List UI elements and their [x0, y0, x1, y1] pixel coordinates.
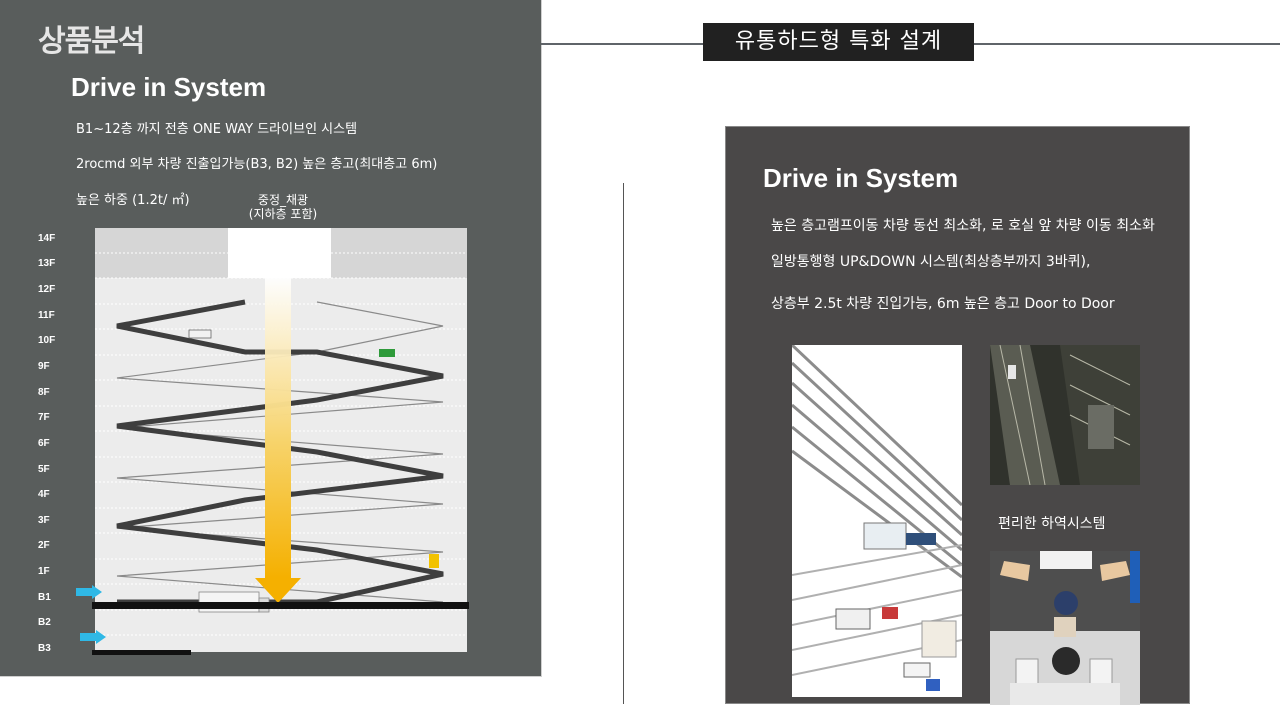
floor-label-6f: 6F: [38, 438, 50, 449]
b3-entry-arrow-icon: [80, 630, 106, 644]
left-panel: 상품분석 Drive in System B1~12층 까지 전층 ONE WA…: [0, 0, 542, 677]
floor-label-b2: B2: [38, 617, 51, 628]
ramp-section-svg: [95, 228, 467, 636]
aerial-ramp-image: [990, 345, 1140, 485]
loading-dock-svg: [990, 551, 1140, 705]
floor-label-5f: 5F: [38, 464, 50, 475]
left-desc-line-2: 2rocmd 외부 차량 진출입가능(B3, B2) 높은 층고(최대층고 6m…: [76, 157, 438, 172]
right-desc-line-3: 상층부 2.5t 차량 진입가능, 6m 높은 층고 Door to Door: [771, 296, 1115, 312]
left-desc-line-3: 높은 하중 (1.2t/ ㎡): [76, 193, 190, 208]
floor-label-8f: 8F: [38, 387, 50, 398]
right-heading: Drive in System: [763, 163, 959, 193]
floor-label-12f: 12F: [38, 284, 56, 295]
floor-label-11f: 11F: [38, 310, 55, 321]
vertical-divider: [623, 183, 624, 704]
section-title: 상품분석: [38, 24, 145, 59]
loading-system-caption: 편리한 하역시스템: [998, 516, 1106, 532]
ramp-perspective-image: [792, 345, 962, 697]
floor-label-14f: 14F: [38, 233, 56, 244]
header-badge: 유통하드형 특화 설계: [703, 23, 974, 61]
floor-label-3f: 3F: [38, 515, 50, 526]
light-well-label: 중정_채광 (지하층 포함): [236, 193, 330, 221]
floor-label-b1: B1: [38, 592, 51, 603]
light-well-label-line-1: 중정_채광: [257, 193, 309, 207]
ramp-perspective-svg: [792, 345, 962, 691]
floor-label-1f: 1F: [38, 566, 50, 577]
floor-label-2f: 2F: [38, 540, 50, 551]
floor-label-13f: 13F: [38, 258, 56, 269]
left-desc-line-1: B1~12층 까지 전층 ONE WAY 드라이브인 시스템: [76, 122, 358, 137]
b1-floor-slab: [92, 602, 469, 609]
right-desc-line-2: 일방통행형 UP&DOWN 시스템(최상층부까지 3바퀴),: [771, 254, 1091, 270]
floor-label-7f: 7F: [38, 412, 50, 423]
ramp-section-diagram: [95, 228, 467, 652]
b3-floor-slab: [92, 650, 191, 655]
light-well-label-line-2: (지하층 포함): [248, 207, 318, 221]
left-heading: Drive in System: [71, 72, 267, 102]
right-desc-line-1: 높은 층고램프이동 차량 동선 최소화, 로 호실 앞 차량 이동 최소화: [771, 218, 1155, 234]
floor-label-b3: B3: [38, 643, 51, 654]
aerial-ramp-svg: [990, 345, 1140, 485]
b1-entry-arrow-icon: [76, 585, 102, 599]
right-panel: Drive in System 높은 층고램프이동 차량 동선 최소화, 로 호…: [725, 126, 1190, 705]
floor-label-9f: 9F: [38, 361, 50, 372]
floor-label-10f: 10F: [38, 335, 56, 346]
loading-dock-image: [990, 551, 1140, 705]
floor-label-4f: 4F: [38, 489, 50, 500]
